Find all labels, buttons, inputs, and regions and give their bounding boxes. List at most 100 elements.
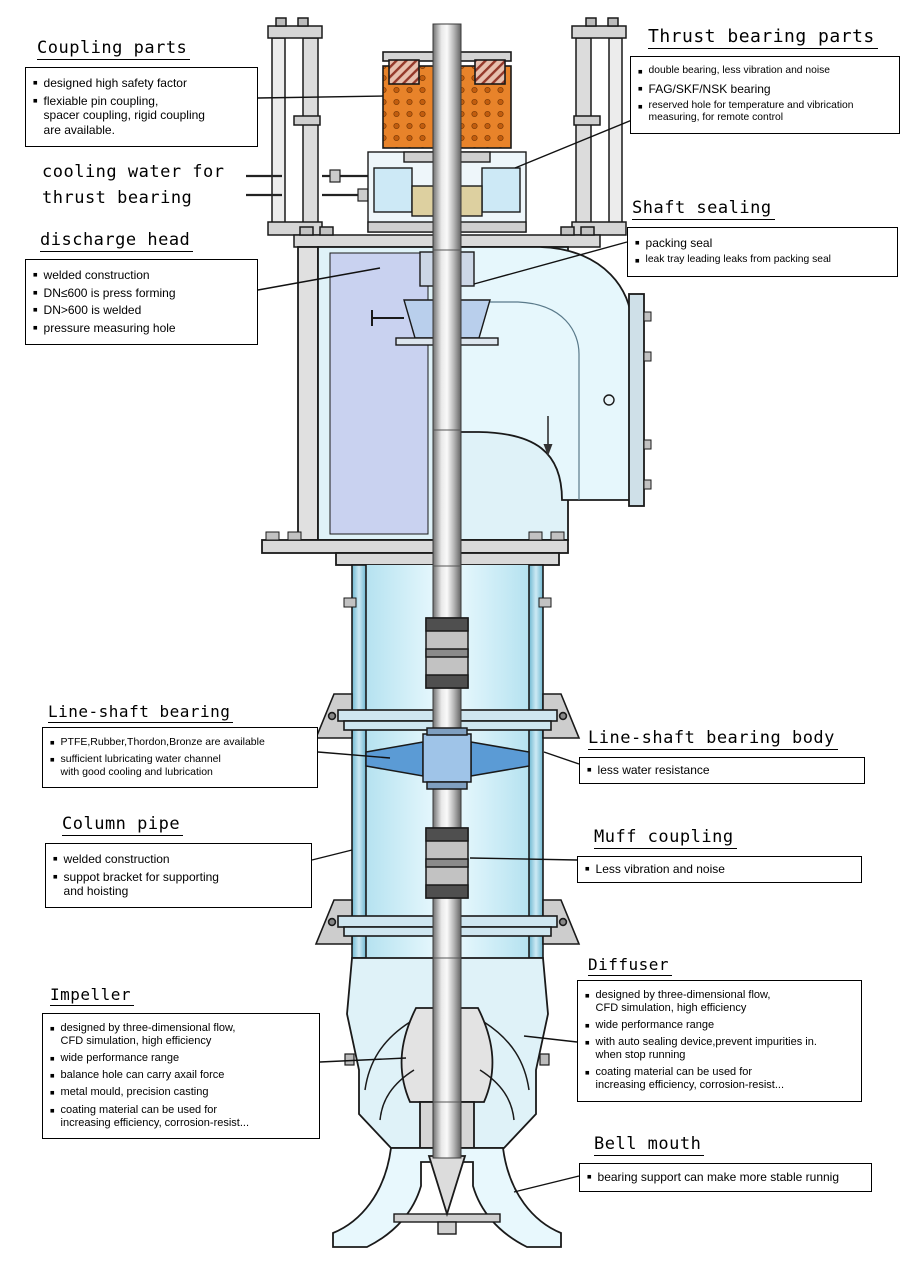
bullet-item: ■DN≤600 is press forming (33, 285, 176, 300)
leader-lines (257, 95, 633, 1193)
bullet-item: ■designed high safety factor (33, 76, 187, 90)
callout-box-bell-mouth: ■bearing support can make more stable ru… (579, 1163, 872, 1192)
callout-title-line-shaft-bearing: Line-shaft bearing (48, 702, 234, 723)
bullet-item: ■designed by three-dimensional flow, CFD… (50, 1022, 236, 1048)
bullet-item: ■wide performance range (585, 1019, 854, 1033)
bullet-item: ■DN>600 is welded (33, 303, 142, 318)
bullet-item: ■metal mould, precision casting (50, 1086, 312, 1100)
bullet-item: ■welded construction (33, 268, 150, 282)
bullet-square-icon: ■ (33, 270, 38, 279)
leader-column-pipe (311, 849, 353, 861)
leader-thrust-bearing-parts (514, 119, 633, 169)
bullet-square-icon: ■ (585, 1020, 590, 1030)
bullet-square-icon: ■ (50, 738, 55, 747)
callout-title-bell-mouth: Bell mouth (594, 1134, 705, 1156)
callout-discharge-head: discharge head ■welded construction ■DN≤… (25, 230, 258, 345)
muff-coupling-lower (425, 827, 469, 899)
leader-line-shaft-bearing-body (543, 751, 580, 765)
leader-line-shaft-bearing (317, 751, 391, 759)
bullet-square-icon: ■ (33, 305, 38, 315)
bullet-item: ■balance hole can carry axail force (50, 1069, 312, 1083)
bullet-square-icon: ■ (585, 1067, 590, 1077)
bullet-square-icon: ■ (53, 854, 58, 863)
bullet-square-icon: ■ (638, 84, 643, 94)
callout-line-shaft-bearing: Line-shaft bearing ■PTFE,Rubber,Thordon,… (42, 702, 318, 788)
bullet-square-icon: ■ (585, 1038, 590, 1048)
bullet-square-icon: ■ (50, 755, 55, 765)
pump-shaft (432, 23, 462, 1159)
bullet-item: ■with auto sealing device,prevent impuri… (585, 1036, 817, 1062)
bullet-square-icon: ■ (33, 322, 38, 332)
callout-box-column-pipe: ■welded construction ■suppot bracket for… (45, 843, 312, 908)
leader-impeller (319, 1057, 407, 1063)
callout-coupling-parts: Coupling parts ■designed high safety fac… (25, 38, 258, 147)
callout-title-muff-coupling: Muff coupling (594, 827, 737, 849)
callout-box-coupling-parts: ■designed high safety factor ■flexiable … (25, 67, 258, 147)
leader-coupling-parts (257, 95, 384, 99)
bullet-item: ■Less vibration and noise (585, 862, 725, 876)
muff-coupling-upper (425, 617, 469, 689)
bullet-square-icon: ■ (585, 991, 590, 1000)
line-shaft-bearing (365, 727, 530, 790)
bullet-square-icon: ■ (50, 1024, 55, 1033)
bullet-item: ■packing seal (635, 236, 713, 250)
bullet-item: ■coating material can be used for increa… (585, 1065, 785, 1092)
bullet-square-icon: ■ (635, 255, 640, 265)
discharge-head (261, 246, 652, 566)
callout-thrust-bearing-parts: Thrust bearing parts ■double bearing, le… (630, 26, 900, 134)
leader-discharge-head (257, 267, 381, 291)
bullet-square-icon: ■ (33, 78, 38, 87)
bullet-square-icon: ■ (33, 95, 38, 105)
bullet-item: ■PTFE,Rubber,Thordon,Bronze are availabl… (50, 736, 310, 750)
callout-box-discharge-head: ■welded construction ■DN≤600 is press fo… (25, 259, 258, 345)
bullet-item: ■less water resistance (587, 763, 710, 777)
callout-title-discharge-head: discharge head (40, 230, 194, 252)
bullet-item: ■designed by three-dimensional flow, CFD… (585, 989, 771, 1015)
callout-box-diffuser: ■designed by three-dimensional flow, CFD… (577, 980, 862, 1102)
bullet-square-icon: ■ (635, 238, 640, 247)
bullet-item: ■pressure measuring hole (33, 320, 176, 335)
callout-box-line-shaft-bearing-body: ■less water resistance (579, 757, 865, 784)
callout-title-column-pipe: Column pipe (62, 814, 184, 836)
leader-shaft-sealing (473, 241, 628, 285)
bullet-square-icon: ■ (638, 67, 643, 76)
bullet-item: ■coating material can be used for increa… (50, 1103, 250, 1129)
bullet-item: ■sufficient lubricating water channel wi… (50, 753, 221, 779)
callout-line-shaft-bearing-body: Line-shaft bearing body ■less water resi… (579, 728, 865, 784)
callout-title-line-shaft-bearing-body: Line-shaft bearing body (588, 728, 838, 750)
bullet-item: ■flexiable pin coupling, spacer coupling… (33, 93, 205, 137)
bullet-item: ■suppot bracket for supporting and hoist… (53, 869, 219, 899)
flow-arrow-icon (543, 416, 553, 456)
bullet-square-icon: ■ (53, 871, 58, 881)
bullet-square-icon: ■ (50, 1105, 55, 1115)
bullet-item: ■bearing support can make more stable ru… (587, 1170, 840, 1184)
callout-title-diffuser: Diffuser (588, 955, 673, 976)
callout-impeller: Impeller ■designed by three-dimensional … (42, 985, 320, 1140)
callout-box-muff-coupling: ■Less vibration and noise (577, 856, 862, 883)
bullet-item: ■welded construction (53, 852, 170, 866)
bullet-item: ■reserved hole for temperature and vibri… (638, 99, 854, 124)
bullet-square-icon: ■ (585, 864, 590, 873)
leader-muff-coupling (469, 857, 578, 861)
callout-box-impeller: ■designed by three-dimensional flow, CFD… (42, 1013, 320, 1140)
callout-title-coupling-parts: Coupling parts (37, 38, 191, 60)
leader-diffuser (523, 1035, 578, 1043)
callout-box-thrust-bearing-parts: ■double bearing, less vibration and nois… (630, 56, 900, 134)
bullet-square-icon: ■ (50, 1088, 55, 1098)
bullet-item: ■leak tray leading leaks from packing se… (635, 254, 890, 268)
callout-box-line-shaft-bearing: ■PTFE,Rubber,Thordon,Bronze are availabl… (42, 727, 318, 788)
bullet-square-icon: ■ (50, 1053, 55, 1063)
bullet-square-icon: ■ (50, 1071, 55, 1081)
bullet-square-icon: ■ (638, 101, 643, 111)
callout-title-thrust-bearing-parts: Thrust bearing parts (648, 26, 878, 49)
callout-box-shaft-sealing: ■packing seal ■leak tray leading leaks f… (627, 227, 898, 277)
bullet-item: ■wide performance range (50, 1052, 312, 1066)
callout-muff-coupling: Muff coupling ■Less vibration and noise (577, 827, 862, 883)
bullet-square-icon: ■ (587, 1172, 592, 1181)
leader-bell-mouth (513, 1175, 580, 1193)
label-cooling-water: cooling water for thrust bearing (42, 162, 225, 208)
callout-title-shaft-sealing: Shaft sealing (632, 198, 775, 220)
callout-shaft-sealing: Shaft sealing ■packing seal ■leak tray l… (627, 198, 898, 277)
callout-bell-mouth: Bell mouth ■bearing support can make mor… (579, 1134, 872, 1192)
